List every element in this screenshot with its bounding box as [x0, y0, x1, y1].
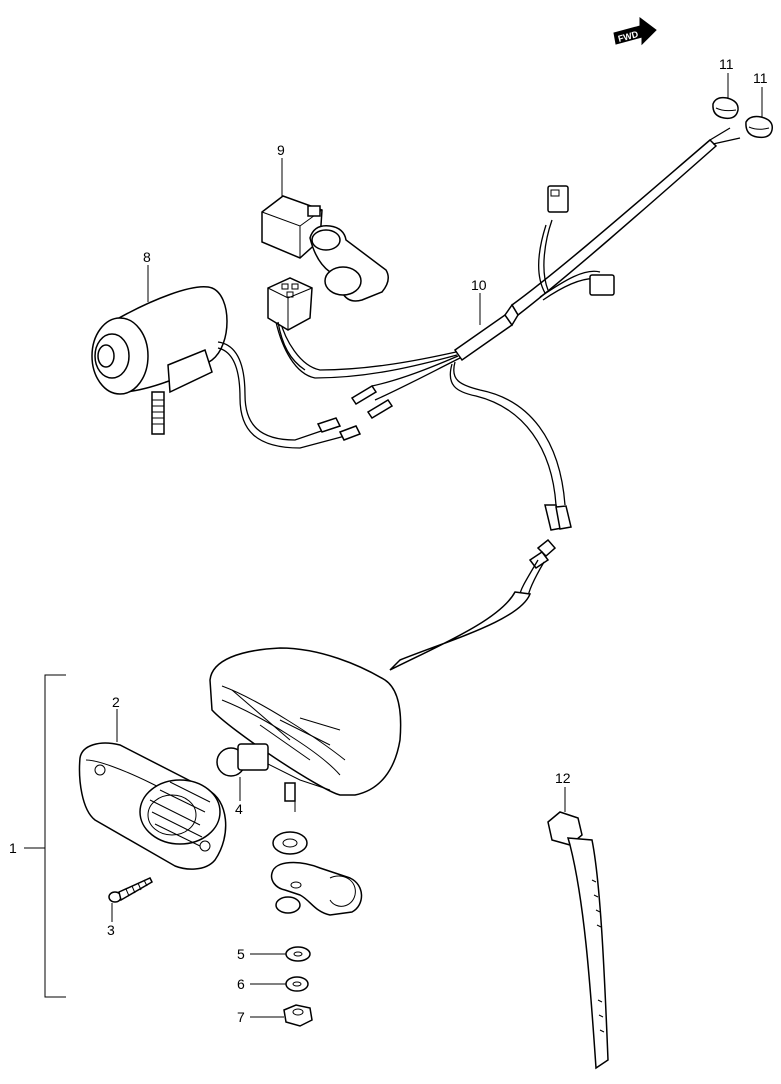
- cap-right-part: [745, 115, 774, 139]
- callout-12: 12: [555, 770, 571, 786]
- bulb-part: [216, 743, 269, 777]
- washer-5-part: [285, 946, 311, 962]
- callout-7: 7: [237, 1009, 245, 1025]
- callout-1: 1: [9, 840, 17, 856]
- cable-tie-part: [547, 811, 609, 1070]
- taillight-wire: [389, 538, 557, 671]
- callout-9: 9: [277, 142, 285, 158]
- screw-part: [108, 877, 153, 903]
- taillight-housing: [209, 647, 402, 802]
- bracket-clamp: [270, 800, 363, 916]
- callout-10: 10: [471, 277, 487, 293]
- relay-bracket-part: [261, 195, 389, 371]
- callout-4: 4: [235, 801, 243, 817]
- nut-part: [283, 1004, 313, 1027]
- callout-11-right: 11: [753, 70, 768, 86]
- assembly-bracket: [24, 674, 66, 998]
- washer-6-part: [285, 976, 309, 992]
- callout-2: 2: [112, 694, 120, 710]
- lamp-part: [91, 286, 362, 449]
- cap-left-part: [712, 96, 739, 120]
- harness-part: [275, 127, 741, 531]
- callout-6: 6: [237, 976, 245, 992]
- callout-11-left: 11: [719, 56, 734, 72]
- callout-3: 3: [107, 922, 115, 938]
- fwd-arrow-icon: FWD: [613, 17, 657, 46]
- lens-part: [78, 742, 227, 870]
- callout-8: 8: [143, 249, 151, 265]
- callout-5: 5: [237, 946, 245, 962]
